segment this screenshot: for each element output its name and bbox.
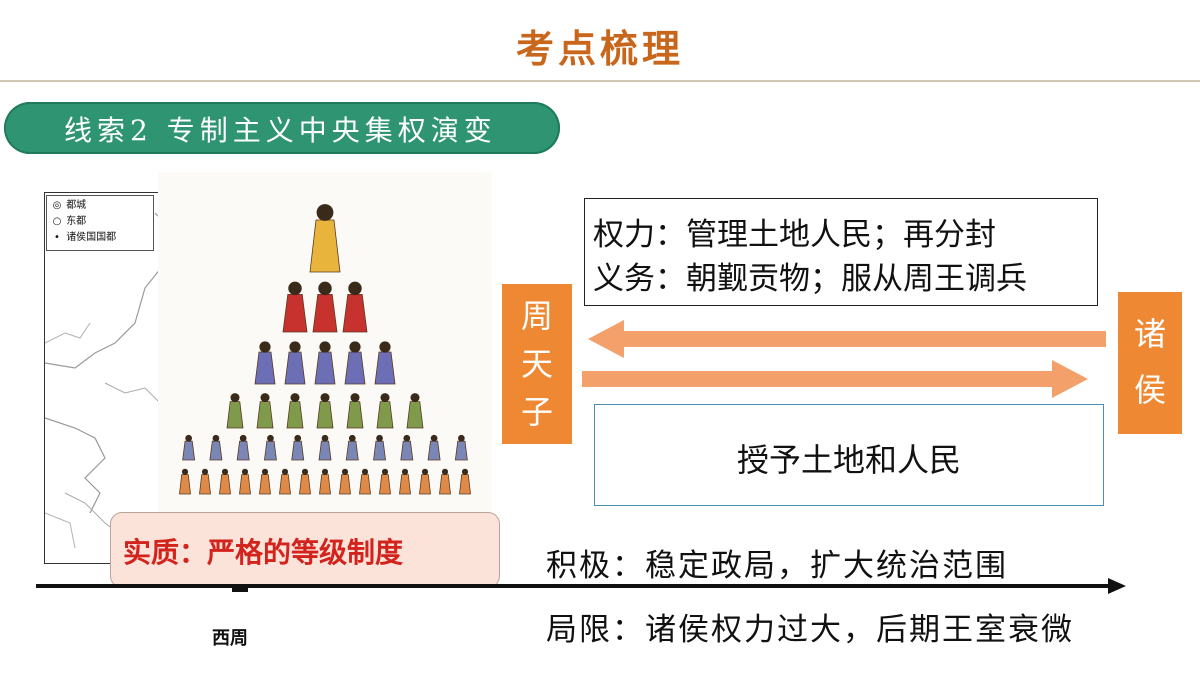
timeline-arrowhead-icon (1108, 578, 1126, 594)
hierarchy-figure (342, 281, 368, 333)
timeline-axis (36, 584, 1112, 588)
hierarchy-figure (439, 468, 451, 495)
title-divider (0, 80, 1200, 82)
hierarchy-figure (359, 468, 371, 495)
hierarchy-figure (209, 434, 223, 461)
hierarchy-figure (199, 468, 211, 495)
hierarchy-figure (376, 393, 394, 429)
rights-line: 权力：管理土地人民；再分封 (593, 217, 996, 253)
timeline-marker (232, 584, 248, 592)
feudal-hierarchy-pyramid-illustration (158, 172, 492, 512)
hierarchy-figure (239, 468, 251, 495)
label-char: 诸 (1133, 315, 1166, 353)
left-arrow-icon (588, 320, 1106, 358)
hierarchy-figure (373, 434, 386, 461)
legend-label: 诸侯国国都 (66, 232, 117, 243)
label-char: 周 (520, 297, 553, 335)
label-char: 侯 (1133, 371, 1166, 409)
hierarchy-figure (454, 434, 468, 461)
hierarchy-figure (419, 468, 431, 495)
duties-line: 义务：朝觐贡物；服从周王调兵 (593, 261, 1027, 297)
grant-land-box: 授予土地和人民 (594, 404, 1104, 506)
hierarchy-figure (236, 434, 250, 461)
hierarchy-figure (179, 468, 191, 495)
essence-callout: 实质：严格的等级制度 (110, 512, 500, 588)
hierarchy-figure (319, 468, 331, 495)
hierarchy-figure (254, 341, 276, 385)
hierarchy-figure (256, 393, 274, 429)
zhou-king-label: 周 天 子 (502, 284, 572, 444)
eastern-capital-symbol-icon: ○ (52, 216, 62, 227)
grant-text: 授予土地和人民 (736, 441, 961, 479)
limitation-effect: 局限：诸侯权力过大，后期王室衰微 (546, 612, 1074, 648)
hierarchy-figure (219, 468, 231, 495)
hierarchy-figure (259, 468, 271, 495)
hierarchy-figure (182, 434, 196, 461)
map-legend: ◎ 都城 ○ 东都 • 诸侯国国都 (46, 195, 154, 251)
right-arrow-icon (582, 360, 1088, 398)
vassal-lords-label: 诸 侯 (1118, 292, 1182, 434)
hierarchy-figure (399, 468, 411, 495)
hierarchy-figure (291, 434, 305, 461)
hierarchy-figure (226, 393, 244, 429)
hierarchy-figure (374, 341, 396, 385)
hierarchy-figure (309, 204, 341, 273)
hierarchy-figure (379, 468, 391, 495)
hierarchy-figure (299, 468, 311, 495)
legend-row: ◎ 都城 (51, 198, 153, 214)
hierarchy-figure (344, 341, 366, 385)
exchange-arrows (582, 320, 1106, 398)
hierarchy-figure (316, 393, 334, 429)
essence-text: 实质：严格的等级制度 (123, 536, 404, 569)
hierarchy-figure (314, 341, 336, 385)
hierarchy-figure (286, 393, 304, 429)
hierarchy-figure (279, 468, 291, 495)
page-title: 考点梳理 (515, 27, 684, 71)
hierarchy-figure (427, 434, 441, 461)
hierarchy-figure (346, 393, 364, 429)
hierarchy-figure (318, 434, 332, 461)
capital-symbol-icon: ◎ (52, 200, 62, 211)
positive-effect: 积极：稳定政局，扩大统治范围 (546, 548, 1008, 584)
legend-label: 都城 (66, 200, 87, 211)
section-banner: 线索2 专制主义中央集权演变 (4, 102, 560, 154)
pyramid-figures (179, 204, 471, 495)
hierarchy-figure (282, 281, 308, 333)
label-char: 子 (520, 393, 553, 431)
vassal-capital-symbol-icon: • (54, 232, 60, 243)
label-char: 天 (520, 345, 553, 383)
era-label: 西周 (212, 628, 248, 649)
rights-duties-box: 权力：管理土地人民；再分封 义务：朝觐贡物；服从周王调兵 (584, 198, 1098, 306)
hierarchy-figure (459, 468, 471, 495)
hierarchy-figure (339, 468, 351, 495)
hierarchy-figure (264, 434, 277, 461)
hierarchy-figure (312, 281, 338, 333)
hierarchy-figure (406, 393, 424, 429)
hierarchy-figure (345, 434, 359, 461)
hierarchy-figure (400, 434, 414, 461)
legend-label: 东都 (66, 216, 87, 227)
hierarchy-figure (284, 341, 306, 385)
section-banner-label: 线索2 专制主义中央集权演变 (64, 114, 497, 147)
legend-row: • 诸侯国国都 (51, 230, 153, 246)
legend-row: ○ 东都 (51, 214, 153, 230)
